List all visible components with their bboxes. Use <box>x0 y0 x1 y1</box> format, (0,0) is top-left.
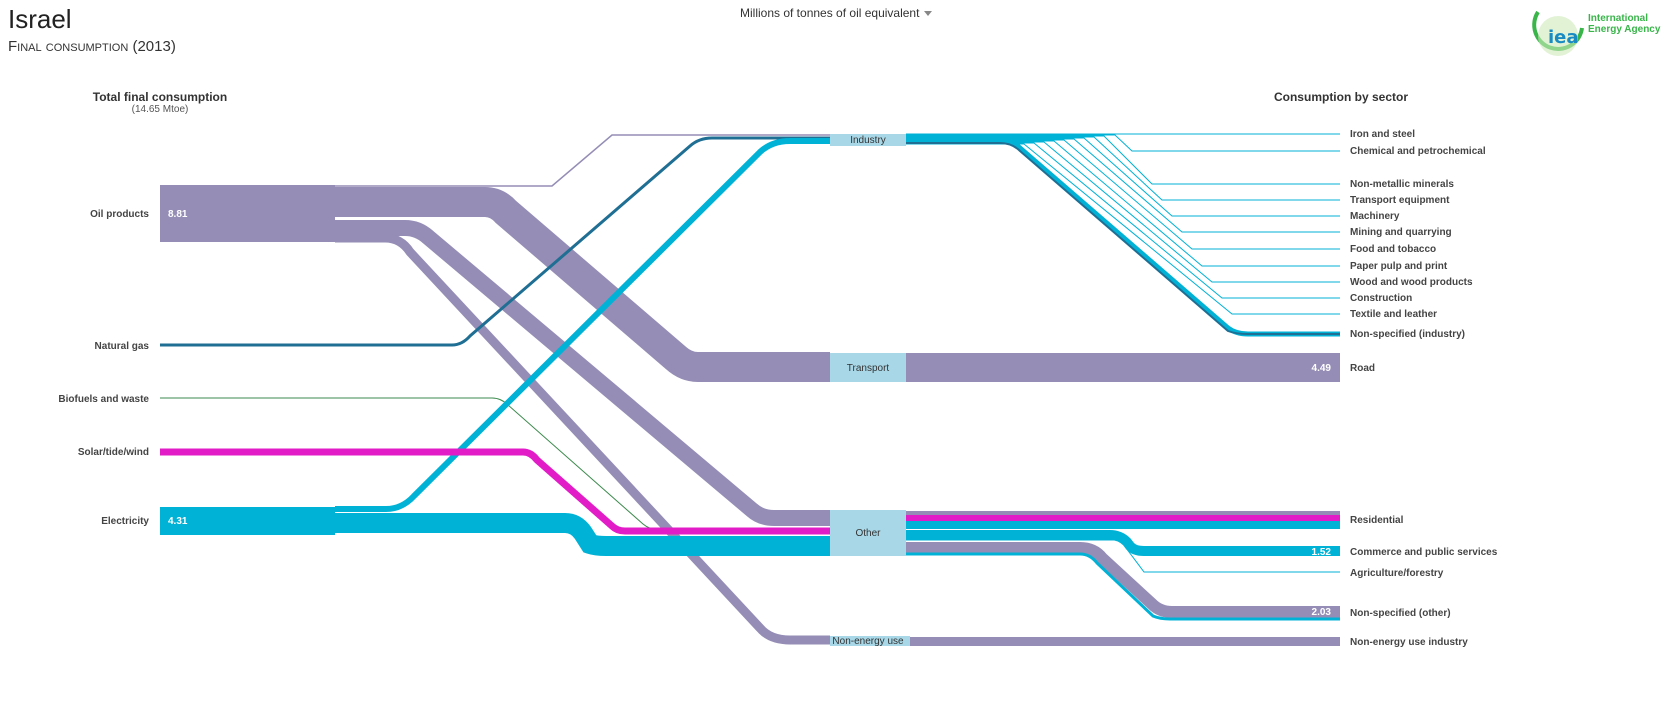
flow-ind-paper[interactable] <box>906 140 1340 267</box>
flow-ind-chem[interactable] <box>906 134 1340 152</box>
flows-industry-out <box>906 133 1340 337</box>
flow-ind-nonspec-gas[interactable] <box>906 142 1340 335</box>
flow-nonenergy-industry[interactable] <box>906 637 1340 646</box>
sector-label: Transport equipment <box>1350 195 1450 206</box>
flow-ind-machinery[interactable] <box>906 137 1340 217</box>
sector-label: Road <box>1350 363 1375 374</box>
sector-label: Mining and quarrying <box>1350 227 1452 238</box>
page-subtitle: Final consumption (2013) <box>8 38 176 55</box>
source-label-solar: Solar/tide/wind <box>78 447 149 458</box>
flow-other-nonspec-elec[interactable] <box>906 552 1340 621</box>
logo-mark: iea <box>1548 27 1579 48</box>
sector-value-road: 4.49 <box>1312 363 1332 374</box>
flow-ind-mining[interactable] <box>906 138 1340 233</box>
sector-label: Chemical and petrochemical <box>1350 146 1486 157</box>
left-column-title: Total final consumption <box>92 90 228 104</box>
sector-label: Non-specified (other) <box>1350 608 1451 619</box>
sector-label: Residential <box>1350 515 1404 526</box>
flows-oil <box>160 134 830 645</box>
source-label-oil: Oil products <box>90 209 149 220</box>
flows-gas <box>160 136 830 347</box>
sector-label: Construction <box>1350 293 1412 304</box>
sector-label: Non-energy use industry <box>1350 637 1468 648</box>
flow-other-agri[interactable] <box>906 539 1340 573</box>
units-dropdown[interactable]: Millions of tonnes of oil equivalent <box>740 6 933 20</box>
source-label-gas: Natural gas <box>95 341 150 352</box>
sector-value-commerce: 1.52 <box>1312 547 1332 558</box>
intermediate-nodes: Industry Transport Other Non-energy use <box>830 134 910 647</box>
iea-logo: iea <box>1532 10 1584 56</box>
flow-elec-industry[interactable] <box>335 138 830 512</box>
sector-label: Non-metallic minerals <box>1350 179 1454 190</box>
chevron-down-icon <box>924 11 933 17</box>
flow-elec-other[interactable] <box>335 513 830 556</box>
flow-oil-other[interactable] <box>335 220 830 526</box>
flow-gas-industry[interactable] <box>160 136 830 347</box>
flow-oil-industry[interactable] <box>335 134 830 187</box>
node-nonenergy[interactable] <box>830 636 910 646</box>
flow-other-commerce[interactable] <box>906 530 1340 556</box>
node-transport-label: Transport <box>847 363 890 374</box>
flow-ind-construction[interactable] <box>906 142 1340 299</box>
flow-ind-nonspec[interactable] <box>906 137 1340 337</box>
flow-oil-nonenergy[interactable] <box>335 233 830 645</box>
sector-label: Machinery <box>1350 211 1400 222</box>
sector-label: Commerce and public services <box>1350 547 1498 558</box>
flows-solar <box>160 448 830 535</box>
oil-source-bar[interactable] <box>160 185 335 242</box>
page-title: Israel <box>8 4 72 34</box>
logo-text-line-1: International <box>1588 13 1649 24</box>
sector-labels: Iron and steel Chemical and petrochemica… <box>1312 129 1498 648</box>
flows-other-out <box>906 511 1340 621</box>
flow-ind-food[interactable] <box>906 139 1340 250</box>
node-other-label: Other <box>855 528 881 539</box>
flow-ind-textile[interactable] <box>906 143 1340 315</box>
flow-transport-road[interactable] <box>906 353 1340 382</box>
flow-solar-other[interactable] <box>160 448 830 535</box>
source-value-elec: 4.31 <box>168 516 188 527</box>
source-value-oil: 8.81 <box>168 209 188 220</box>
node-industry-label: Industry <box>850 135 886 146</box>
sector-label: Non-specified (industry) <box>1350 329 1465 340</box>
node-industry[interactable] <box>830 134 906 146</box>
sector-value-nonspec-other: 2.03 <box>1312 607 1332 618</box>
left-column-subtitle: (14.65 Mtoe) <box>131 104 189 115</box>
flows-elec <box>160 138 830 556</box>
flow-ind-wood[interactable] <box>906 141 1340 283</box>
sector-label: Food and tobacco <box>1350 244 1436 255</box>
right-column-title: Consumption by sector <box>1273 90 1408 104</box>
units-label: Millions of tonnes of oil equivalent <box>740 6 920 20</box>
logo-text: International Energy Agency <box>1588 13 1660 35</box>
sector-label: Textile and leather <box>1350 309 1437 320</box>
elec-source-bar[interactable] <box>160 507 335 535</box>
sector-label: Paper pulp and print <box>1350 261 1448 272</box>
node-nonenergy-label: Non-energy use <box>832 636 904 647</box>
flow-other-nonspec-oil[interactable] <box>906 542 1340 618</box>
flow-ind-nonmetal[interactable] <box>906 135 1340 185</box>
flow-oil-transport[interactable] <box>335 187 830 382</box>
sector-label: Agriculture/forestry <box>1350 568 1444 579</box>
node-other[interactable] <box>830 510 906 556</box>
source-labels: Oil products 8.81 Natural gas Biofuels a… <box>58 209 187 527</box>
flow-ind-transeq[interactable] <box>906 136 1340 201</box>
source-label-elec: Electricity <box>101 516 149 527</box>
logo-text-line-2: Energy Agency <box>1588 24 1661 35</box>
sector-label: Wood and wood products <box>1350 277 1473 288</box>
sector-label: Iron and steel <box>1350 129 1415 140</box>
source-label-bio: Biofuels and waste <box>58 394 149 405</box>
node-transport[interactable] <box>830 353 906 382</box>
